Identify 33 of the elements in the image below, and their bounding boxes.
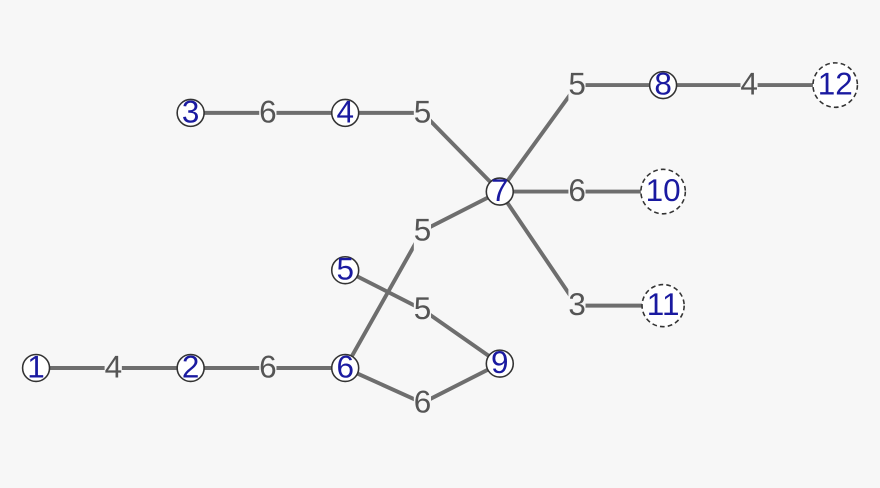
node-circle: 2 [176,354,205,382]
node-circle: 6 [330,354,360,382]
connector [506,83,650,182]
edge-label: 5 [414,96,432,130]
node-circle: 11 [641,284,685,328]
connector [513,190,641,194]
node-circle: 9 [486,349,514,378]
edge-label: 6 [414,386,432,420]
edge-label: 5 [414,292,432,327]
edge-label: 4 [104,350,122,386]
connector [676,83,813,88]
node-circle: 10 [640,168,686,215]
connector [506,202,642,308]
edge-label: 5 [414,214,432,248]
node-circle: 7 [486,177,514,206]
connector [204,366,332,370]
node-circle: 8 [648,70,678,100]
node-circle: 12 [812,62,858,108]
connector [358,110,492,184]
edge-label: 5 [568,68,586,102]
node-circle: 4 [330,98,360,128]
edge-label: 6 [259,96,277,130]
edge-label: 3 [568,288,586,323]
node-circle: 5 [330,256,360,284]
connector [356,274,490,358]
node-circle: 3 [176,98,205,128]
connector [50,366,178,370]
edge-label: 4 [740,68,758,102]
edge-label: 6 [259,350,277,386]
node-circle: 1 [22,354,50,382]
edge-label: 6 [568,174,586,209]
connector [204,110,332,115]
connector [350,196,489,358]
